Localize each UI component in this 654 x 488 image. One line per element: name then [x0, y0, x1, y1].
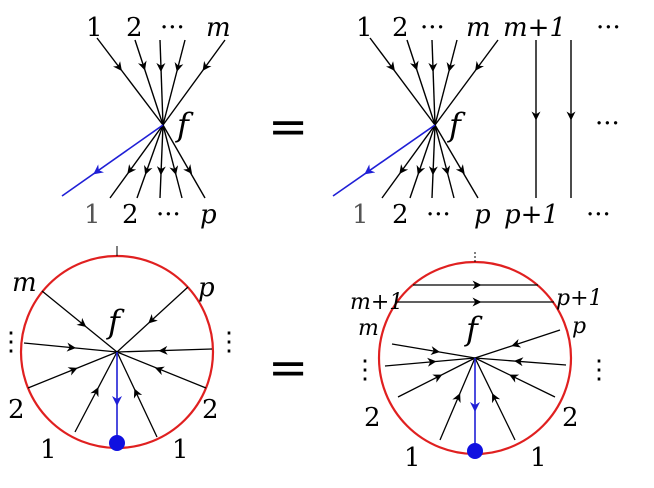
top-left-lines [61, 37, 226, 199]
bottom-right-dots-left: ⋮ [352, 355, 378, 385]
bottom-left-blue-dot [109, 435, 125, 451]
equals-sign-bottom: = [268, 340, 308, 396]
top-right-bottom-label-p-plus-1: p+1 [504, 200, 559, 230]
bottom-left-diagram: f m ⋮ 2 1 p ⋮ 2 1 [0, 246, 242, 465]
equals-sign-top: = [268, 99, 308, 155]
top-left-vertex-label: f [175, 106, 194, 144]
bottom-right-label-2-left: 2 [364, 403, 381, 433]
bottom-right-label-1-left: 1 [404, 443, 421, 473]
top-left-top-label-1: 1 [86, 13, 103, 43]
bottom-right-label-2-right: 2 [562, 403, 579, 433]
top-left-bottom-label-p: p [200, 200, 217, 230]
top-right-arrows [364, 60, 576, 176]
bottom-right-label-p: p [572, 314, 586, 339]
bottom-left-dots-right: ⋮ [216, 327, 242, 357]
top-right-top-dots: ··· [420, 13, 445, 43]
top-left-top-dots: ··· [160, 13, 185, 43]
top-right-bottom-dots: ··· [426, 200, 451, 230]
top-left-bottom-dots: ··· [156, 200, 181, 230]
top-right-top-label-m-plus-1: m+1 [503, 13, 566, 43]
bottom-left-label-m: m [12, 268, 37, 298]
top-right-bottom-label-2: 2 [392, 200, 409, 230]
top-left-diagram: 1 2 ··· m f 1 2 ··· p [61, 13, 231, 230]
top-right-side-dots: ··· [595, 109, 620, 139]
top-right-vertex-label: f [447, 106, 466, 144]
bottom-left-label-1-left: 1 [40, 435, 57, 465]
bottom-right-blue-dot [467, 443, 483, 459]
bottom-right-vertex-label: f [464, 310, 483, 348]
bottom-left-label-p: p [198, 273, 215, 303]
top-right-diagram: 1 2 ··· m m+1 ··· f ··· 1 2 ··· p p+1 ··… [332, 13, 621, 230]
top-right-bottom-label-1: 1 [352, 200, 369, 230]
bottom-right-diagram: f m+1 m ⋮ 2 1 p+1 p ⋮ 2 1 [350, 250, 612, 473]
bottom-right-dots-right: ⋮ [586, 355, 612, 385]
bottom-left-label-2-left: 2 [8, 395, 25, 425]
bottom-right-label-p-plus-1: p+1 [556, 286, 603, 311]
top-left-top-label-m: m [206, 13, 231, 43]
bottom-right-label-m-plus-1: m+1 [350, 290, 403, 315]
bottom-left-dots-left: ⋮ [0, 327, 24, 357]
top-left-top-label-2: 2 [126, 13, 143, 43]
bottom-right-label-1-right: 1 [530, 443, 547, 473]
top-right-lines [332, 37, 572, 199]
top-right-top-label-1: 1 [356, 13, 373, 43]
bottom-right-lines [384, 284, 567, 445]
bottom-right-label-m: m [358, 316, 379, 341]
top-right-top-label-m: m [466, 13, 491, 43]
top-right-top-dots-2: ··· [596, 13, 621, 43]
top-right-top-label-2: 2 [392, 13, 409, 43]
top-right-bottom-dots-2: ··· [586, 200, 611, 230]
bottom-left-label-1-right: 1 [172, 435, 189, 465]
top-left-bottom-label-2: 2 [122, 200, 139, 230]
top-left-bottom-label-1: 1 [84, 200, 101, 230]
bottom-left-vertex-label: f [106, 303, 125, 341]
bottom-left-label-2-right: 2 [202, 395, 219, 425]
top-right-bottom-label-p: p [474, 200, 491, 230]
